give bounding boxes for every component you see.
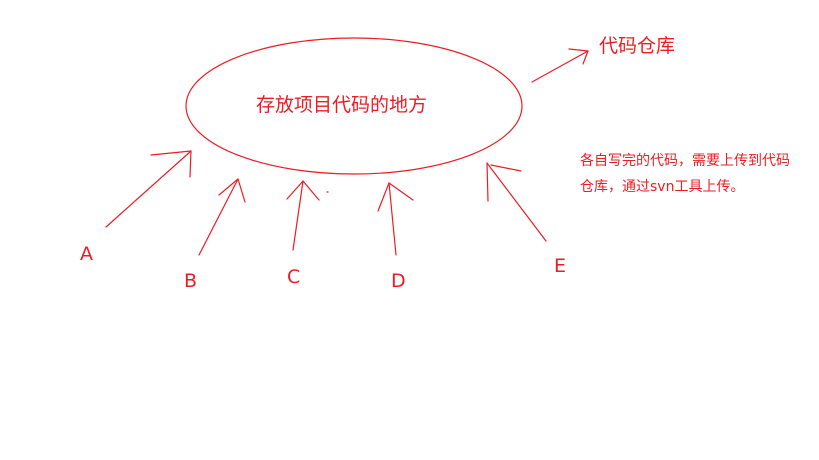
note-text: 各自写完的代码，需要上传到代码仓库，通过svn工具上传。 (580, 153, 790, 195)
node-e-label: E (554, 255, 567, 277)
arrow-d (377, 182, 414, 256)
arrow-to-repository (531, 48, 589, 83)
arrow-c (286, 180, 320, 251)
node-a-label: A (80, 243, 93, 265)
storage-ellipse (185, 37, 523, 175)
center-node-label: 存放项目代码的地方 (256, 94, 428, 116)
node-c-label: C (287, 266, 301, 288)
arrow-b (198, 178, 246, 256)
node-b-label: B (184, 270, 198, 292)
repository-label: 代码仓库 (599, 35, 676, 57)
arrow-e (486, 162, 547, 242)
arrow-a (105, 150, 192, 228)
node-d-label: D (391, 270, 406, 292)
